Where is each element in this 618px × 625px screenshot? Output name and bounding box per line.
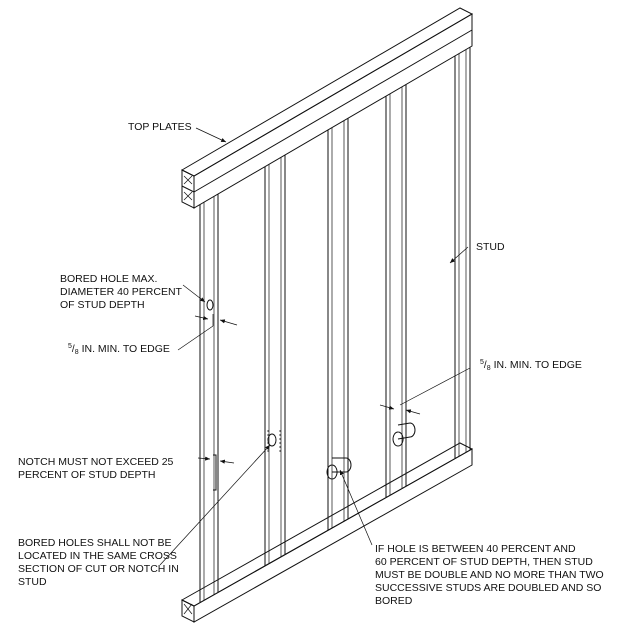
bored-hole-small (206, 299, 214, 311)
svg-text:NOTCH MUST NOT EXCEED 25: NOTCH MUST NOT EXCEED 25 (18, 456, 174, 468)
svg-text:STUD: STUD (18, 576, 47, 588)
bored-hole-right (392, 422, 416, 447)
label-stud: STUD (476, 241, 505, 253)
svg-text:OF STUD DEPTH: OF STUD DEPTH (60, 299, 145, 311)
svg-text:60 PERCENT OF STUD DEPTH, THEN: 60 PERCENT OF STUD DEPTH, THEN STUD (375, 556, 593, 568)
stud-2 (264, 154, 286, 566)
label-bored-holes-location: BORED HOLES SHALL NOT BE LOCATED IN THE … (18, 537, 179, 588)
stud-5 (454, 47, 471, 459)
svg-text:SUCCESSIVE STUDS ARE DOUBLED A: SUCCESSIVE STUDS ARE DOUBLED AND SO (375, 582, 601, 594)
studs (199, 47, 471, 603)
svg-text:LOCATED IN THE SAME CROSS: LOCATED IN THE SAME CROSS (18, 550, 177, 562)
top-plates (180, 7, 474, 209)
svg-text:DIAMETER 40 PERCENT: DIAMETER 40 PERCENT (60, 286, 183, 298)
svg-text:BORED HOLES SHALL NOT BE: BORED HOLES SHALL NOT BE (18, 537, 171, 549)
label-bored-hole: BORED HOLE MAX. DIAMETER 40 PERCENT OF S… (60, 273, 183, 311)
stud-1 (199, 194, 219, 603)
svg-text:PERCENT OF STUD DEPTH: PERCENT OF STUD DEPTH (18, 469, 155, 481)
svg-text:IF HOLE IS BETWEEN 40 PERCENT: IF HOLE IS BETWEEN 40 PERCENT AND (375, 543, 576, 555)
stud-4 (385, 84, 407, 498)
svg-text:SECTION OF CUT OR NOTCH IN: SECTION OF CUT OR NOTCH IN (18, 563, 179, 575)
label-top-plates: TOP PLATES (128, 121, 192, 133)
label-notch: NOTCH MUST NOT EXCEED 25 PERCENT OF STUD… (18, 456, 174, 481)
bored-hole-double-stud (326, 457, 352, 480)
svg-text:BORED: BORED (375, 595, 413, 607)
label-double-stud: IF HOLE IS BETWEEN 40 PERCENT AND 60 PER… (375, 543, 604, 607)
stud-3 (327, 118, 349, 531)
notch (213, 454, 217, 491)
bottom-plate (180, 442, 474, 623)
svg-text:BORED HOLE MAX.: BORED HOLE MAX. (60, 273, 157, 285)
svg-text:MUST BE DOUBLE AND NO MORE THA: MUST BE DOUBLE AND NO MORE THAN TWO (375, 569, 604, 581)
